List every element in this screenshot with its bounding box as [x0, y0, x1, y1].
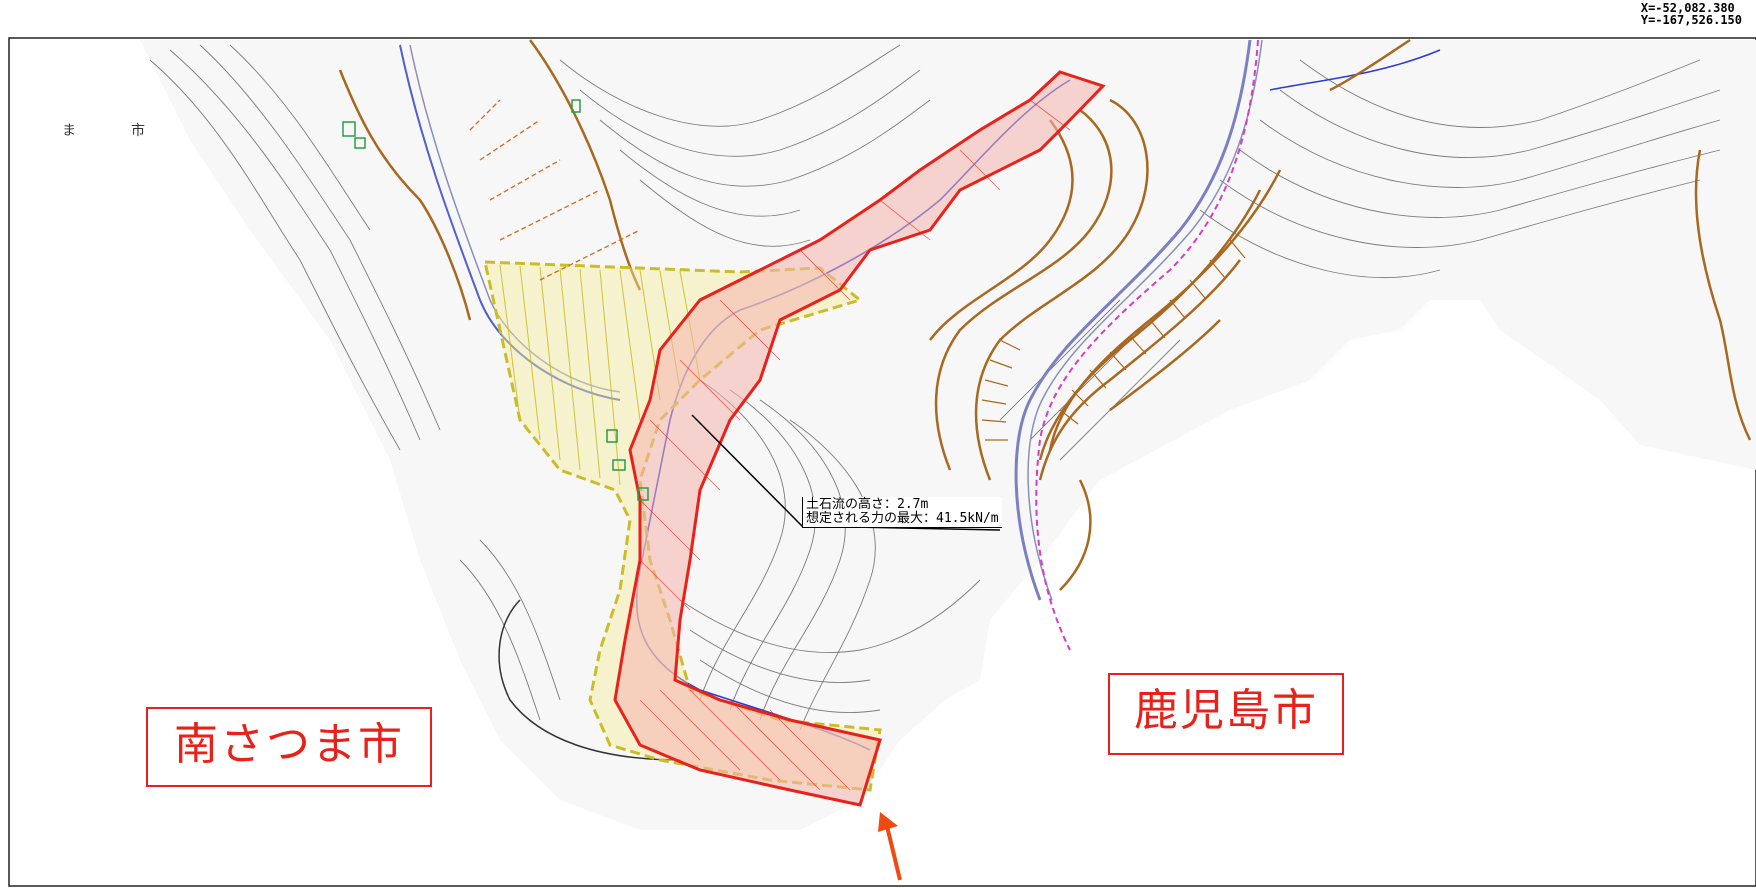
city-label-kagoshima: 鹿児島市 [1108, 673, 1344, 755]
debris-flow-height: 土石流の高さ：2.7m [806, 497, 929, 512]
roads [399, 39, 1441, 761]
y-coordinate: Y=-167,526.150 [1640, 13, 1742, 27]
yellow-warning-zone [483, 260, 882, 792]
city-label-minamisatsuma: 南さつま市 [146, 707, 432, 787]
orange-dashed-lines [469, 99, 641, 281]
corner-label-char1: ま [62, 123, 76, 139]
slope-areas [338, 38, 1752, 591]
x-coordinate: X=-52,082.380 [1640, 1, 1735, 15]
slope-ticks [981, 239, 1246, 441]
arrow-icon [878, 812, 902, 881]
buildings [342, 99, 649, 501]
debris-flow-callout: 土石流の高さ：2.7m 想定される力の最大：41.5kN/m [802, 497, 1002, 528]
red-hazard-zone [613, 70, 1106, 807]
debris-flow-force: 想定される力の最大：41.5kN/m [806, 511, 999, 526]
red-zone-hatch [639, 99, 1071, 791]
coordinate-readout: X=-52,082.380 Y=-167,526.150 [1641, 2, 1742, 26]
municipal-boundary [1035, 39, 1259, 651]
corner-label-char2: 市 [131, 123, 145, 139]
contour-lines [149, 44, 1721, 731]
terrain-area [140, 40, 1756, 830]
